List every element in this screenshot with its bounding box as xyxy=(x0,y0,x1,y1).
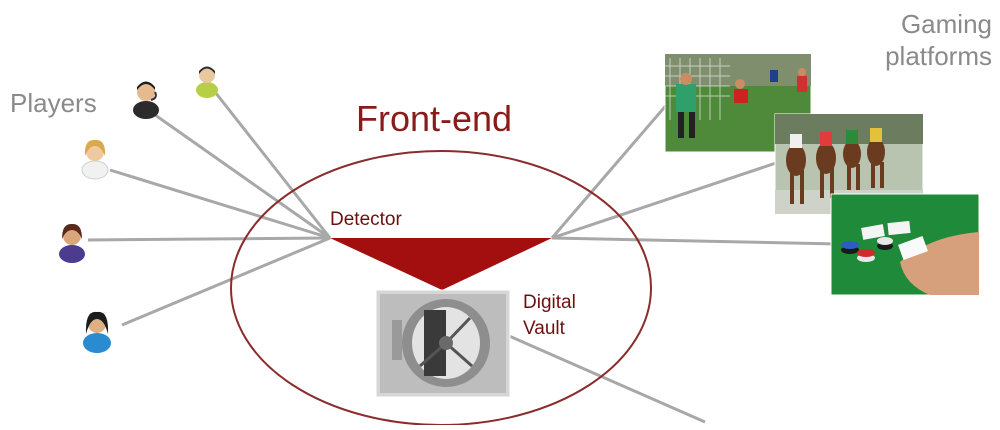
front-end-label: Front-end xyxy=(356,98,513,139)
player-blue-icon[interactable] xyxy=(83,311,111,353)
players-label: Players xyxy=(10,88,97,118)
gaming-label-line-2: platforms xyxy=(885,41,992,71)
digital-vault-label: Digital Vault xyxy=(523,290,576,342)
connector-platform-2 xyxy=(551,158,786,240)
vault-door-photo[interactable] xyxy=(375,289,511,398)
connector-platform-1 xyxy=(550,94,677,239)
vault-label-line-2: Vault xyxy=(523,318,565,339)
connector-player-1 xyxy=(147,108,331,240)
poker-photo[interactable] xyxy=(830,193,980,296)
vault-label-line-1: Digital xyxy=(523,292,576,313)
connector-platform-3 xyxy=(551,236,839,246)
player-headset-icon[interactable] xyxy=(133,81,159,120)
connector-player-3 xyxy=(109,168,331,240)
player-blonde-icon[interactable] xyxy=(81,139,109,180)
gaming-platforms-label: Gaming platforms xyxy=(885,8,992,72)
connector-player-2 xyxy=(213,91,332,239)
gaming-label-line-1: Gaming xyxy=(900,9,992,39)
connector-player-5 xyxy=(121,236,331,327)
connector-player-4 xyxy=(87,236,331,242)
player-purple-icon[interactable] xyxy=(59,223,85,263)
player-green-icon[interactable] xyxy=(196,66,218,99)
connector-vault xyxy=(499,330,706,424)
detector-triangle xyxy=(330,238,552,290)
player-connectors xyxy=(87,91,839,424)
detector-label: Detector xyxy=(330,209,402,230)
